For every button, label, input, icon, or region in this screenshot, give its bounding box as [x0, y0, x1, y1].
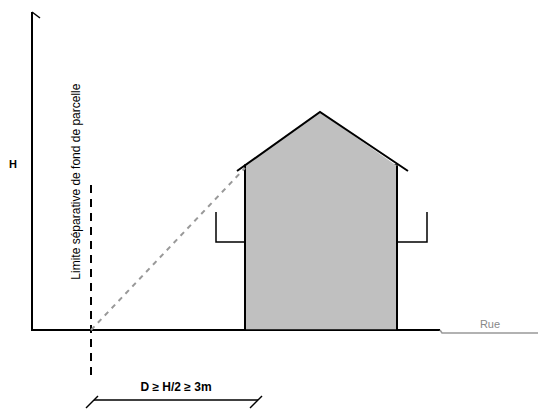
- balcony: [216, 212, 245, 242]
- dimension-tick: [250, 396, 262, 408]
- height-label: H: [9, 158, 17, 170]
- house-gable: [245, 112, 397, 166]
- street-label: Rue: [480, 318, 500, 330]
- axis-tick: [32, 12, 40, 18]
- dimension-label: D ≥ H/2 ≥ 3m: [140, 381, 211, 394]
- balcony: [397, 212, 427, 242]
- height-axis: [31, 12, 33, 331]
- dimension-tick: [86, 396, 98, 408]
- wall: [396, 166, 398, 330]
- boundary-line: [90, 185, 92, 376]
- boundary-label: Limite séparative de fond de parcelle: [70, 84, 83, 280]
- street-line: [440, 330, 538, 333]
- house-body: [245, 165, 397, 330]
- dimension-line: [94, 399, 258, 401]
- roof: [237, 112, 408, 171]
- wall: [244, 166, 246, 330]
- prospect-line: [91, 168, 245, 330]
